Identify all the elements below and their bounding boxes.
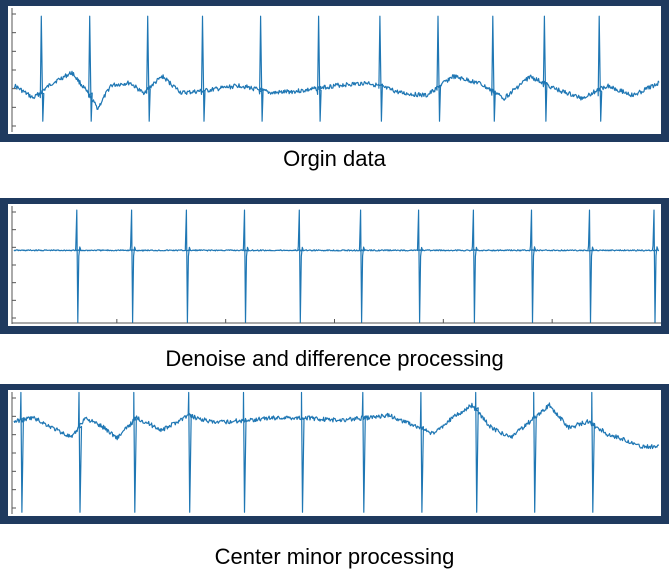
chart-orgin-data — [8, 6, 661, 134]
caption-denoise: Denoise and difference processing — [165, 346, 504, 371]
panel-orgin-data — [0, 0, 669, 142]
y-axis — [11, 206, 661, 324]
caption-orgin-data: Orgin data — [283, 146, 386, 171]
panel-center-minor — [0, 384, 669, 524]
chart-denoise — [8, 204, 661, 326]
signal-trace — [13, 209, 660, 323]
signal-trace — [13, 15, 660, 122]
chart-center-minor — [8, 390, 661, 516]
signal-trace — [13, 391, 660, 513]
y-axis — [11, 8, 16, 132]
y-axis — [11, 392, 16, 514]
caption-center-minor: Center minor processing — [214, 544, 455, 569]
panel-denoise — [0, 198, 669, 334]
